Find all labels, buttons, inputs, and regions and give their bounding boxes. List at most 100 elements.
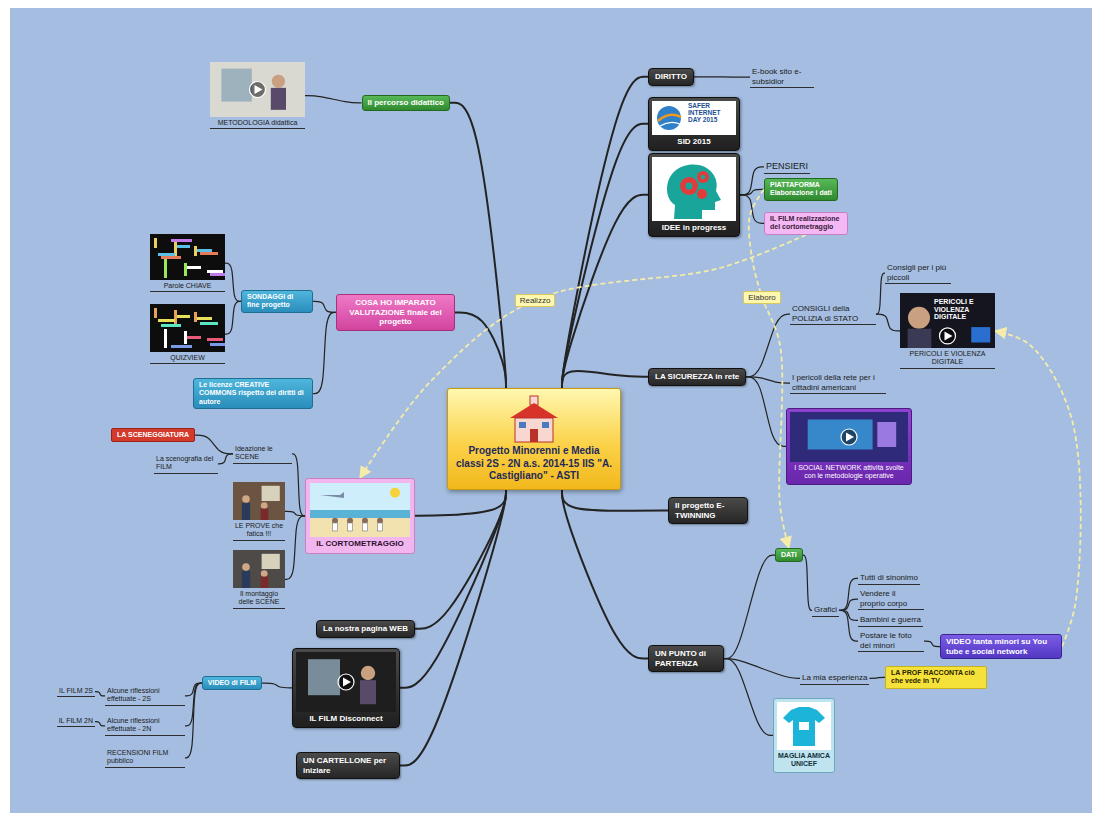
- branch-line: [218, 454, 233, 464]
- scene-screen: [808, 420, 873, 450]
- word-mark: [194, 246, 197, 256]
- leaf-box: VIDEO tanta minori su You tube e social …: [940, 634, 1062, 659]
- branch-line: [185, 683, 202, 758]
- image-topic: Parole CHIAVE: [150, 234, 225, 292]
- topic-text: Progetto Minorenni e Media classi 2S - 2…: [454, 445, 614, 483]
- branch-line: [185, 683, 202, 696]
- topic-text: COSA HO IMPARATO VALUTAZIONE finale del …: [343, 298, 448, 327]
- topic-text: Ideazione le SCENE: [235, 445, 290, 462]
- topic-text: La scenografia del FILM: [156, 455, 216, 472]
- image-caption: Parole CHIAVE: [150, 282, 225, 290]
- branch-topic: DIRITTO: [648, 68, 694, 86]
- word-mark: [200, 322, 218, 325]
- picture: [150, 234, 225, 280]
- play-triangle: [846, 433, 854, 442]
- branch-topic: COSA HO IMPARATO VALUTAZIONE finale del …: [336, 294, 455, 331]
- word-mark: [207, 270, 223, 273]
- topic-text: La mia esperienza: [802, 673, 867, 683]
- picture-ground: [900, 293, 995, 348]
- leaf-box: Le licenze CREATIVE COMMONS rispetto dei…: [193, 378, 313, 409]
- word-mark: [171, 239, 192, 242]
- word-mark: [161, 324, 181, 327]
- leaf-topic: Alcune riflessioni effettuate - 2N: [105, 716, 185, 736]
- image-caption: IL CORTOMETRAGGIO: [310, 539, 410, 549]
- plane: [320, 492, 344, 498]
- image-caption: IL FILM Disconnect: [296, 714, 396, 724]
- topic-text: IL FILM realizzazione del cortometraggio: [770, 215, 842, 232]
- branch-line: [803, 555, 812, 610]
- image-topic: IL FILM Disconnect: [292, 648, 400, 728]
- topic-text: Postare le foto dei minori: [860, 631, 922, 650]
- word-mark: [197, 249, 212, 252]
- photo-person: [261, 577, 269, 588]
- picture: [777, 702, 831, 750]
- leaf-topic: I pericoli della rete per i cittadini am…: [790, 372, 886, 394]
- play-triangle: [255, 85, 263, 94]
- branch-line: [292, 454, 305, 516]
- sea: [310, 510, 410, 518]
- topic-text: Il progetto E-TWINNING: [675, 501, 741, 520]
- branch-line: [415, 490, 506, 516]
- scene-person: [272, 75, 285, 88]
- branch-line: [313, 312, 336, 393]
- branch-line: [869, 677, 885, 679]
- branch-line: [562, 124, 648, 388]
- school-window: [542, 422, 549, 428]
- scene-panel: [308, 659, 340, 695]
- topic-text: RECENSIONI FILM pubblico: [107, 749, 183, 766]
- leaf-box: LA SCENEGGIATURA: [111, 428, 195, 442]
- scene-panel: [221, 69, 251, 102]
- word-mark: [154, 238, 157, 248]
- image-topic: IDEE in progress: [648, 153, 740, 237]
- branch-line: [724, 659, 800, 679]
- image-caption: MAGLIA AMICA UNICEF: [777, 752, 831, 769]
- photo-person: [261, 509, 269, 520]
- topic-text: IL FILM 2S: [59, 687, 93, 695]
- picture-ground: [233, 482, 285, 520]
- leaf-box: LA PROF RACCONTA ciò che vede in TV: [885, 666, 987, 689]
- topic-text: UN PUNTO di PARTENZA: [655, 649, 717, 668]
- branch-line: [746, 314, 790, 377]
- topic-text: Alcune riflessioni effettuate - 2S: [107, 687, 183, 704]
- word-mark: [171, 345, 192, 348]
- branch-line: [400, 490, 506, 688]
- branch-line: [724, 555, 775, 658]
- image-caption: IDEE in progress: [652, 223, 736, 233]
- school-wall: [515, 418, 553, 442]
- leaf-box: VIDEO di FILM: [202, 676, 262, 690]
- branch-line: [724, 659, 773, 736]
- word-mark: [184, 263, 187, 276]
- topic-text: Vendere il proprio corpo: [860, 589, 922, 608]
- image-caption: I SOCIAL NETWORK attività svolte con le …: [790, 464, 908, 481]
- branch-line: [746, 377, 786, 447]
- topic-text: DATI: [781, 551, 797, 559]
- leaf-topic: Grafici: [812, 604, 839, 617]
- topic-text: Tutti di sinonimo: [860, 573, 918, 583]
- branch-line: [285, 511, 305, 515]
- play-button: [250, 82, 266, 98]
- photo-person: [261, 502, 268, 509]
- globe-band: [658, 115, 681, 121]
- branch-line: [562, 371, 648, 388]
- branch-line: [562, 490, 648, 659]
- leaf-topic: Consigli per i più piccoli: [885, 262, 951, 284]
- sky: [310, 483, 410, 513]
- t-shirt: [783, 707, 825, 746]
- leaf-topic: RECENSIONI FILM pubblico: [105, 748, 185, 768]
- branch-topic: UN PUNTO di PARTENZA: [648, 645, 724, 672]
- play-triangle: [343, 678, 351, 687]
- topic-text: Consigli per i più piccoli: [887, 263, 949, 282]
- scene-person: [360, 680, 376, 704]
- topic-text: UN CARTELLONE per iniziare: [303, 756, 393, 775]
- topic-text: I pericoli della rete per i cittadini am…: [792, 373, 884, 392]
- leaf-topic: PENSIERI: [764, 160, 810, 174]
- topic-text: Il percorso didattico: [368, 98, 444, 108]
- topic-text: VIDEO tanta minori su You tube e social …: [946, 637, 1056, 656]
- play-triangle: [945, 331, 953, 340]
- topic-text: SONDAGGI di fine progetto: [247, 293, 307, 310]
- word-mark: [174, 310, 177, 326]
- photo-person: [242, 495, 250, 503]
- gear: [697, 189, 707, 199]
- branch-line: [924, 641, 940, 647]
